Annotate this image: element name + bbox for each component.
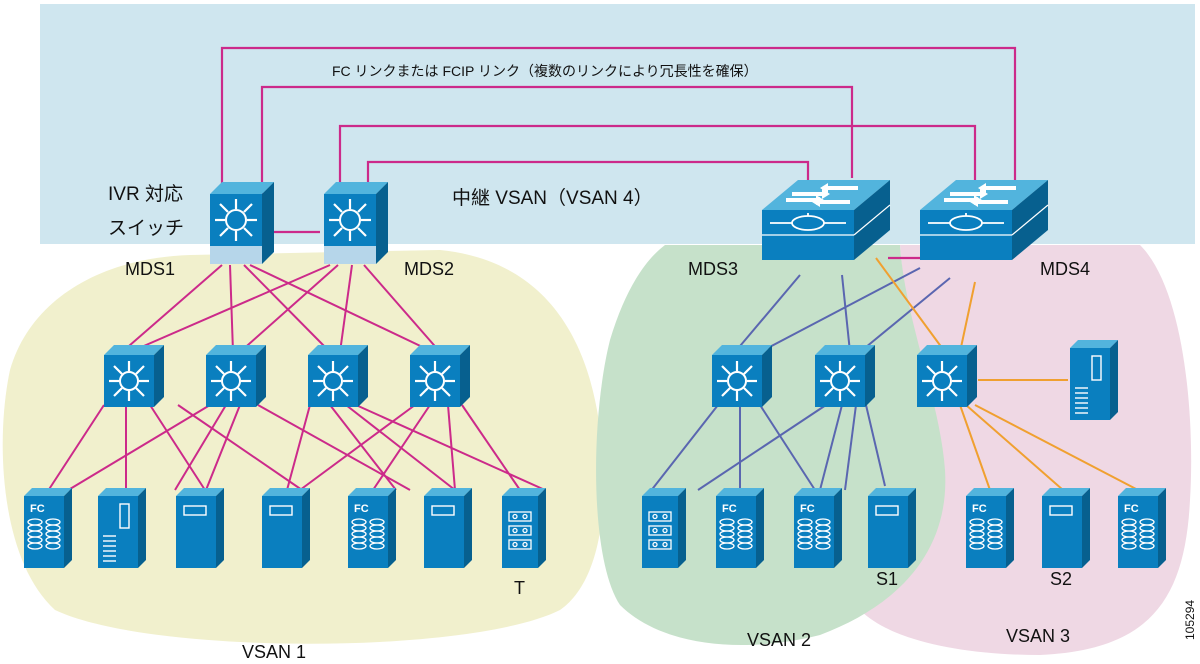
mds2-label: MDS2 xyxy=(404,259,454,279)
vsan2-fabric-switch-2[interactable] xyxy=(813,343,877,409)
vsan1-server-3[interactable] xyxy=(423,487,473,569)
ivr-switch-label-line1: IVR 対応 xyxy=(108,183,183,205)
vsan2-label: VSAN 2 xyxy=(747,630,811,650)
ivr-switch-label-line2: スイッチ xyxy=(108,218,184,239)
vsan1-fabric-switch-4[interactable] xyxy=(408,343,472,409)
vsan3-fabric-switch[interactable] xyxy=(915,343,979,409)
fc-links-label: FC リンクまたは FCIP リンク（複数のリンクにより冗長性を確保） xyxy=(332,63,758,79)
server-s1-label: S1 xyxy=(876,569,898,589)
vsan1-fabric-switch-2[interactable] xyxy=(204,343,268,409)
vsan2-fabric-switch-1[interactable] xyxy=(710,343,774,409)
link-mds1-mds4-outer xyxy=(220,46,1017,200)
vsan2-fc-array-1[interactable] xyxy=(715,487,765,569)
vsan1-fabric-switch-3[interactable] xyxy=(306,343,370,409)
vsan2-tape-library[interactable] xyxy=(641,487,687,569)
mds1-label: MDS1 xyxy=(125,259,175,279)
vsan2-server-s1[interactable] xyxy=(867,487,917,569)
vsan1-fabric-switch-1[interactable] xyxy=(102,343,166,409)
link-mds2-mds4 xyxy=(338,124,977,195)
vsan1-links xyxy=(43,264,546,498)
mds4-label: MDS4 xyxy=(1040,259,1090,279)
tape-t-label: T xyxy=(514,578,525,598)
mds3-label: MDS3 xyxy=(688,259,738,279)
vsan1-server-1[interactable] xyxy=(175,487,225,569)
vsan3-server-vents[interactable] xyxy=(1069,339,1119,421)
mds1-switch[interactable] xyxy=(208,180,276,266)
vsan3-fc-array-2[interactable] xyxy=(1117,487,1167,569)
figure-id-label: 105294 xyxy=(1183,600,1197,640)
diagram-labels: FC リンクまたは FCIP リンク（複数のリンクにより冗長性を確保） 中継 V… xyxy=(108,63,1197,662)
vsan1-server-2[interactable] xyxy=(261,487,311,569)
vsan3-label: VSAN 3 xyxy=(1006,626,1070,646)
vsan1-server-vents[interactable] xyxy=(97,487,147,569)
vsan2-fc-array-2[interactable] xyxy=(793,487,843,569)
mds2-switch[interactable] xyxy=(322,180,390,266)
vsan3-fc-array-1[interactable] xyxy=(965,487,1015,569)
vsan3-links xyxy=(875,257,1139,491)
server-s2-label: S2 xyxy=(1050,569,1072,589)
transit-vsan-label: 中継 VSAN（VSAN 4） xyxy=(452,187,653,209)
fc-fcip-links xyxy=(220,46,1017,260)
vsan1-fc-array-1[interactable] xyxy=(23,487,73,569)
link-mds1-mds3 xyxy=(260,85,854,200)
vsan1-tape-library[interactable] xyxy=(501,487,547,569)
vsan1-label: VSAN 1 xyxy=(242,642,306,662)
vsan1-fc-array-2[interactable] xyxy=(347,487,397,569)
link-mds2-mds3-inner xyxy=(366,160,810,195)
vsan3-server-s2[interactable] xyxy=(1041,487,1091,569)
